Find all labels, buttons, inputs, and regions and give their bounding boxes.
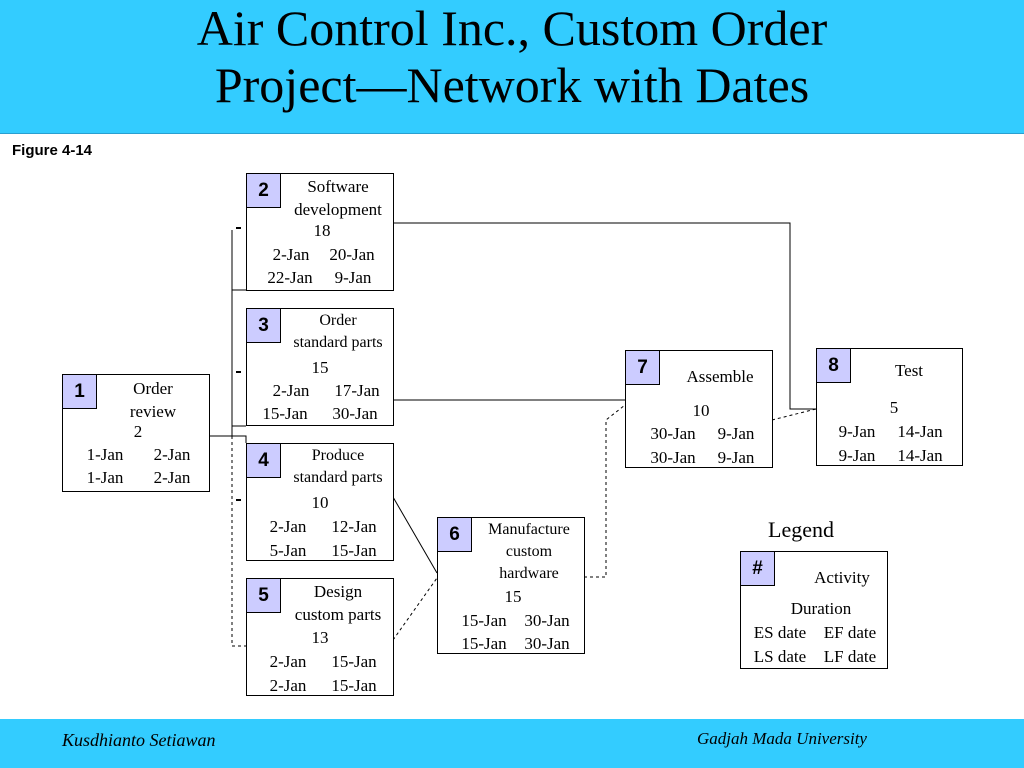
title-line-2: Project—Network with Dates xyxy=(214,57,810,113)
node-early-dates: 1-Jan 2-Jan xyxy=(86,445,191,464)
activity-node-8: 8 Test 5 9-Jan 14-Jan 9-Jan 14-Jan xyxy=(816,348,963,466)
node-name: Assemble xyxy=(686,367,754,386)
activity-node-1: 1 Order review 2 1-Jan 2-Jan 1-Jan 2-Jan xyxy=(62,374,210,492)
dashed-6-to-7 xyxy=(584,404,626,578)
dashed-7-to-8 xyxy=(771,408,817,421)
node-duration: 15 xyxy=(311,358,329,377)
node-number: 6 xyxy=(437,517,472,552)
node-duration: 5 xyxy=(889,398,899,417)
node-duration: 2 xyxy=(133,422,143,441)
dashed-5-to-6 xyxy=(392,577,438,641)
node-late-dates: 1-Jan 2-Jan xyxy=(86,468,191,487)
node-duration: 10 xyxy=(311,493,329,512)
node-early-dates: 2-Jan 12-Jan xyxy=(269,517,377,536)
node-duration: 15 xyxy=(504,587,522,606)
legend-title: Legend xyxy=(768,517,834,542)
node-late-dates: 15-Jan 30-Jan xyxy=(461,634,570,653)
node-late-dates: 9-Jan 14-Jan xyxy=(838,446,943,465)
node-late-dates: 5-Jan 15-Jan xyxy=(269,541,377,560)
node-number: 8 xyxy=(816,348,851,383)
activity-node-5: 5 Design custom parts 13 2-Jan 15-Jan 2-… xyxy=(246,578,394,696)
node-duration: 10 xyxy=(692,401,710,420)
legend-early-dates: ES date EF date xyxy=(753,623,877,642)
node-number: 1 xyxy=(62,374,97,409)
node-late-dates: 22-Jan 9-Jan xyxy=(267,268,372,287)
activity-node-6: 6 Manufacture custom hardware 15 15-Jan … xyxy=(437,517,585,654)
activity-node-3: 3 Order standard parts 15 2-Jan 17-Jan 1… xyxy=(246,308,394,426)
node-name: Produce standard parts xyxy=(293,447,383,486)
activity-node-2: 2 Software development 18 2-Jan 20-Jan 2… xyxy=(246,173,394,291)
node-early-dates: 2-Jan 20-Jan xyxy=(272,245,375,264)
node-early-dates: 9-Jan 14-Jan xyxy=(838,422,943,441)
node-early-dates: 15-Jan 30-Jan xyxy=(461,611,570,630)
node-late-dates: 30-Jan 9-Jan xyxy=(650,448,755,467)
node-name: Order review xyxy=(129,379,177,421)
node-number: 4 xyxy=(246,443,281,478)
node-number: 2 xyxy=(246,173,281,208)
legend-number: # xyxy=(740,551,775,586)
header-band xyxy=(0,0,1024,134)
node-duration: 13 xyxy=(311,628,329,647)
node-early-dates: 2-Jan 17-Jan xyxy=(272,381,380,400)
footer-author: Kusdhianto Setiawan xyxy=(62,730,216,750)
node-number: 7 xyxy=(625,350,660,385)
legend-duration: Duration xyxy=(790,599,852,618)
footer-band xyxy=(0,719,1024,768)
node-name: Test xyxy=(894,361,924,380)
node-duration: 18 xyxy=(313,221,331,240)
node-early-dates: 30-Jan 9-Jan xyxy=(650,424,755,443)
activity-node-4: 4 Produce standard parts 10 2-Jan 12-Jan… xyxy=(246,443,394,561)
legend-late-dates: LS date LF date xyxy=(753,647,877,666)
node-name: Manufacture custom hardware xyxy=(488,521,570,582)
node-number: 5 xyxy=(246,578,281,613)
slide-title: Air Control Inc., Custom Order Project—N… xyxy=(0,0,1024,114)
node-early-dates: 2-Jan 15-Jan xyxy=(269,652,377,671)
dashed-bus-to-5 xyxy=(231,436,246,647)
connector-4-to-6 xyxy=(392,496,438,574)
node-name: Order standard parts xyxy=(293,312,383,351)
connector-bus-to-4 xyxy=(232,435,247,443)
node-late-dates: 15-Jan 30-Jan xyxy=(262,404,378,423)
connector-2-to-8 xyxy=(393,222,816,410)
activity-node-7: 7 Assemble 10 30-Jan 9-Jan 30-Jan 9-Jan xyxy=(625,350,773,468)
figure-label: Figure 4-14 xyxy=(12,142,93,159)
node-number: 3 xyxy=(246,308,281,343)
node-late-dates: 2-Jan 15-Jan xyxy=(269,676,377,695)
node-name: Software development xyxy=(294,177,382,219)
legend-activity: Activity xyxy=(814,568,870,587)
legend-node: # Activity Duration ES date EF date LS d… xyxy=(740,551,888,669)
footer-institution: Gadjah Mada University xyxy=(697,729,867,748)
title-line-1: Air Control Inc., Custom Order xyxy=(196,0,828,56)
node-name: Design custom parts xyxy=(294,582,382,624)
